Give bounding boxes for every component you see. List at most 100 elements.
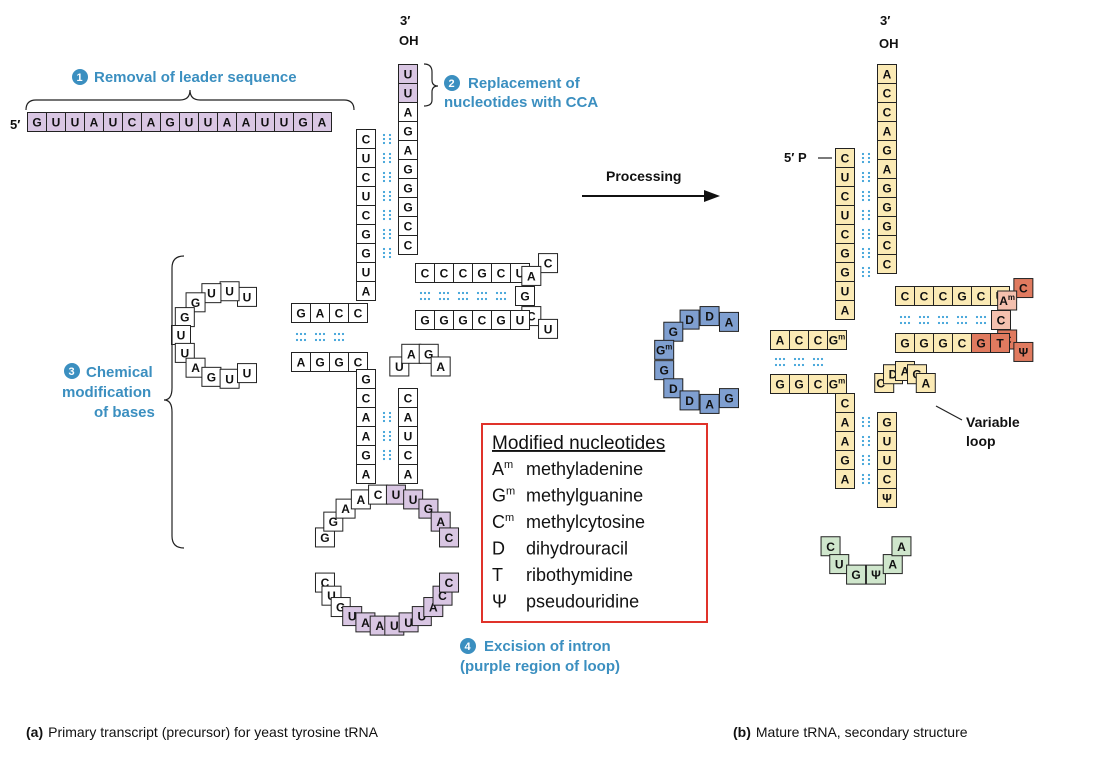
b-acc5-3-letter: U: [841, 209, 850, 223]
b-t-pair-4: [975, 315, 987, 325]
b-d-pair-2-dot: [812, 357, 816, 361]
b-t-bot-1: G: [971, 333, 991, 353]
b-ac-loop-4: A: [882, 554, 903, 575]
b-ac-pair-1-dot: [867, 443, 871, 447]
b-t-bot-2: C: [952, 333, 972, 353]
b-d-pair-0-dot: [778, 363, 782, 367]
b-acc3-9-letter: C: [883, 239, 892, 253]
b-t-pair-2-dot: [941, 321, 945, 325]
b-t-loop-0-box: [1013, 278, 1034, 299]
b-acc5-3: U: [835, 205, 855, 225]
b-acc5-8-box: [835, 300, 855, 320]
b-t-bot-3: G: [933, 333, 953, 353]
a-ac5-4-letter: G: [361, 449, 370, 463]
a-acc-pair-3-dot: [388, 198, 392, 202]
b-ac-pair-3: [861, 473, 871, 485]
a-acc-pair-6-dot: [388, 251, 392, 255]
b-ac-pair-3-dot: [867, 473, 871, 477]
a-acc3-7: G: [398, 197, 418, 217]
b-ac-pair-2: [861, 454, 871, 466]
a-ac5-0-letter: G: [361, 373, 370, 387]
a-acc5-6-letter: G: [361, 247, 370, 261]
legend-symbol-4: T: [492, 565, 503, 585]
a-acc-pair-0: [382, 133, 392, 145]
b-acc-pair-1-dot: [867, 171, 871, 175]
b-acc-pair-0-dot: [867, 160, 871, 164]
b-t-bot-4: G: [914, 333, 934, 353]
a-t-top-1-letter: C: [440, 267, 449, 281]
a-d-pair-0-dot: [303, 332, 307, 336]
b-ac-loop-5-box: [891, 536, 912, 557]
a-t-pair-1-dot: [446, 291, 450, 295]
a-acc5-8-box: [356, 281, 376, 301]
a-acc5-8-letter: A: [362, 285, 371, 299]
b-t-pair-3-dot: [960, 321, 964, 325]
b-acc3-4-letter: G: [882, 144, 891, 158]
b-acc3-10: C: [877, 254, 897, 274]
a-ac-pair-0-dot: [388, 411, 392, 415]
a-leader-8-letter: U: [185, 116, 194, 130]
b-d-loop-9: G: [719, 388, 739, 409]
a-d-loop-8: G: [201, 366, 222, 387]
b-d-loop-2-box: [679, 309, 700, 330]
a-ac-pair-2-dot: [382, 457, 386, 461]
b-acc-pair-2-dot: [867, 198, 871, 202]
a-ac-pair-1-dot: [388, 438, 392, 442]
a-leader-10: A: [217, 112, 237, 132]
a-leader-10-letter: A: [223, 116, 232, 130]
b-t-top-1: C: [914, 286, 934, 306]
b-t-pair-3-dot: [964, 321, 968, 325]
b-t-pair-3-dot: [956, 315, 960, 319]
a-t-pair-0-dot: [423, 297, 427, 301]
a-t-bot-2-letter: C: [478, 314, 487, 328]
step-3-text-line1: Chemical: [86, 364, 153, 381]
step-4-text-line2: (purple region of loop): [460, 658, 620, 675]
b-acc-pair-0-dot: [861, 160, 865, 164]
panel-a-caption: (a)Primary transcript (precursor) for ye…: [26, 724, 379, 740]
b-acc5-8: A: [835, 300, 855, 320]
legend-symbol-base-5: Ψ: [492, 592, 507, 612]
b-ac-pair-3-dot: [867, 481, 871, 485]
a-d-loop-3: G: [185, 292, 206, 313]
a-t-loop-1: A: [521, 265, 542, 286]
a-ac-loop-4-letter: A: [361, 616, 370, 630]
b-ac-loop-3-letter: Ψ: [871, 568, 881, 582]
a-t-loop-3-letter: C: [527, 310, 536, 324]
a-leader-8: U: [179, 112, 199, 132]
a-ac5-2-letter: A: [362, 411, 371, 425]
step-3-badge: [64, 363, 80, 379]
a-acc-pair-1-dot: [388, 152, 392, 156]
a-acc-pair-0-dot: [382, 141, 386, 145]
a-d-bot-0: A: [291, 352, 311, 372]
b-ac5-4: A: [835, 469, 855, 489]
a-t-pair-3-dot: [480, 297, 484, 301]
b-d-pair-2-dot: [816, 357, 820, 361]
b-acc-pair-6-dot: [861, 270, 865, 274]
a-t-pair-4-dot: [503, 291, 507, 295]
a-d-loop-4: G: [174, 307, 195, 328]
a-t-pair-0-dot: [419, 291, 423, 295]
a-acc3-9-letter: C: [404, 239, 413, 253]
a-acc-pair-6-dot: [382, 251, 386, 255]
b-acc-pair-5-dot: [861, 251, 865, 255]
b-acc5-1: U: [835, 167, 855, 187]
a-d-loop-3-letter: G: [191, 296, 200, 310]
a-d-pair-0: [295, 332, 307, 342]
a-acc-pair-2-dot: [388, 175, 392, 179]
a-t-pair-1-dot: [438, 297, 442, 301]
panel-b-five-prime-p-label: 5′ P: [784, 150, 807, 165]
a-ac-pair-1-dot: [382, 438, 386, 442]
a-acc-pair-6-dot: [388, 255, 392, 259]
a-acc-pair-3: [382, 190, 392, 202]
b-ac-pair-3-dot: [861, 477, 865, 481]
a-t-bot-4: G: [434, 310, 454, 330]
a-d-bot-1: G: [310, 352, 330, 372]
b-t-bot-0: T: [990, 333, 1010, 353]
b-acc3-3-letter: A: [883, 125, 892, 139]
legend-symbol-sup-2: m: [505, 512, 514, 524]
a-t-bot-0: U: [510, 310, 530, 330]
b-ac3-4: Ψ: [877, 488, 897, 508]
b-t-pair-3-dot: [956, 321, 960, 325]
